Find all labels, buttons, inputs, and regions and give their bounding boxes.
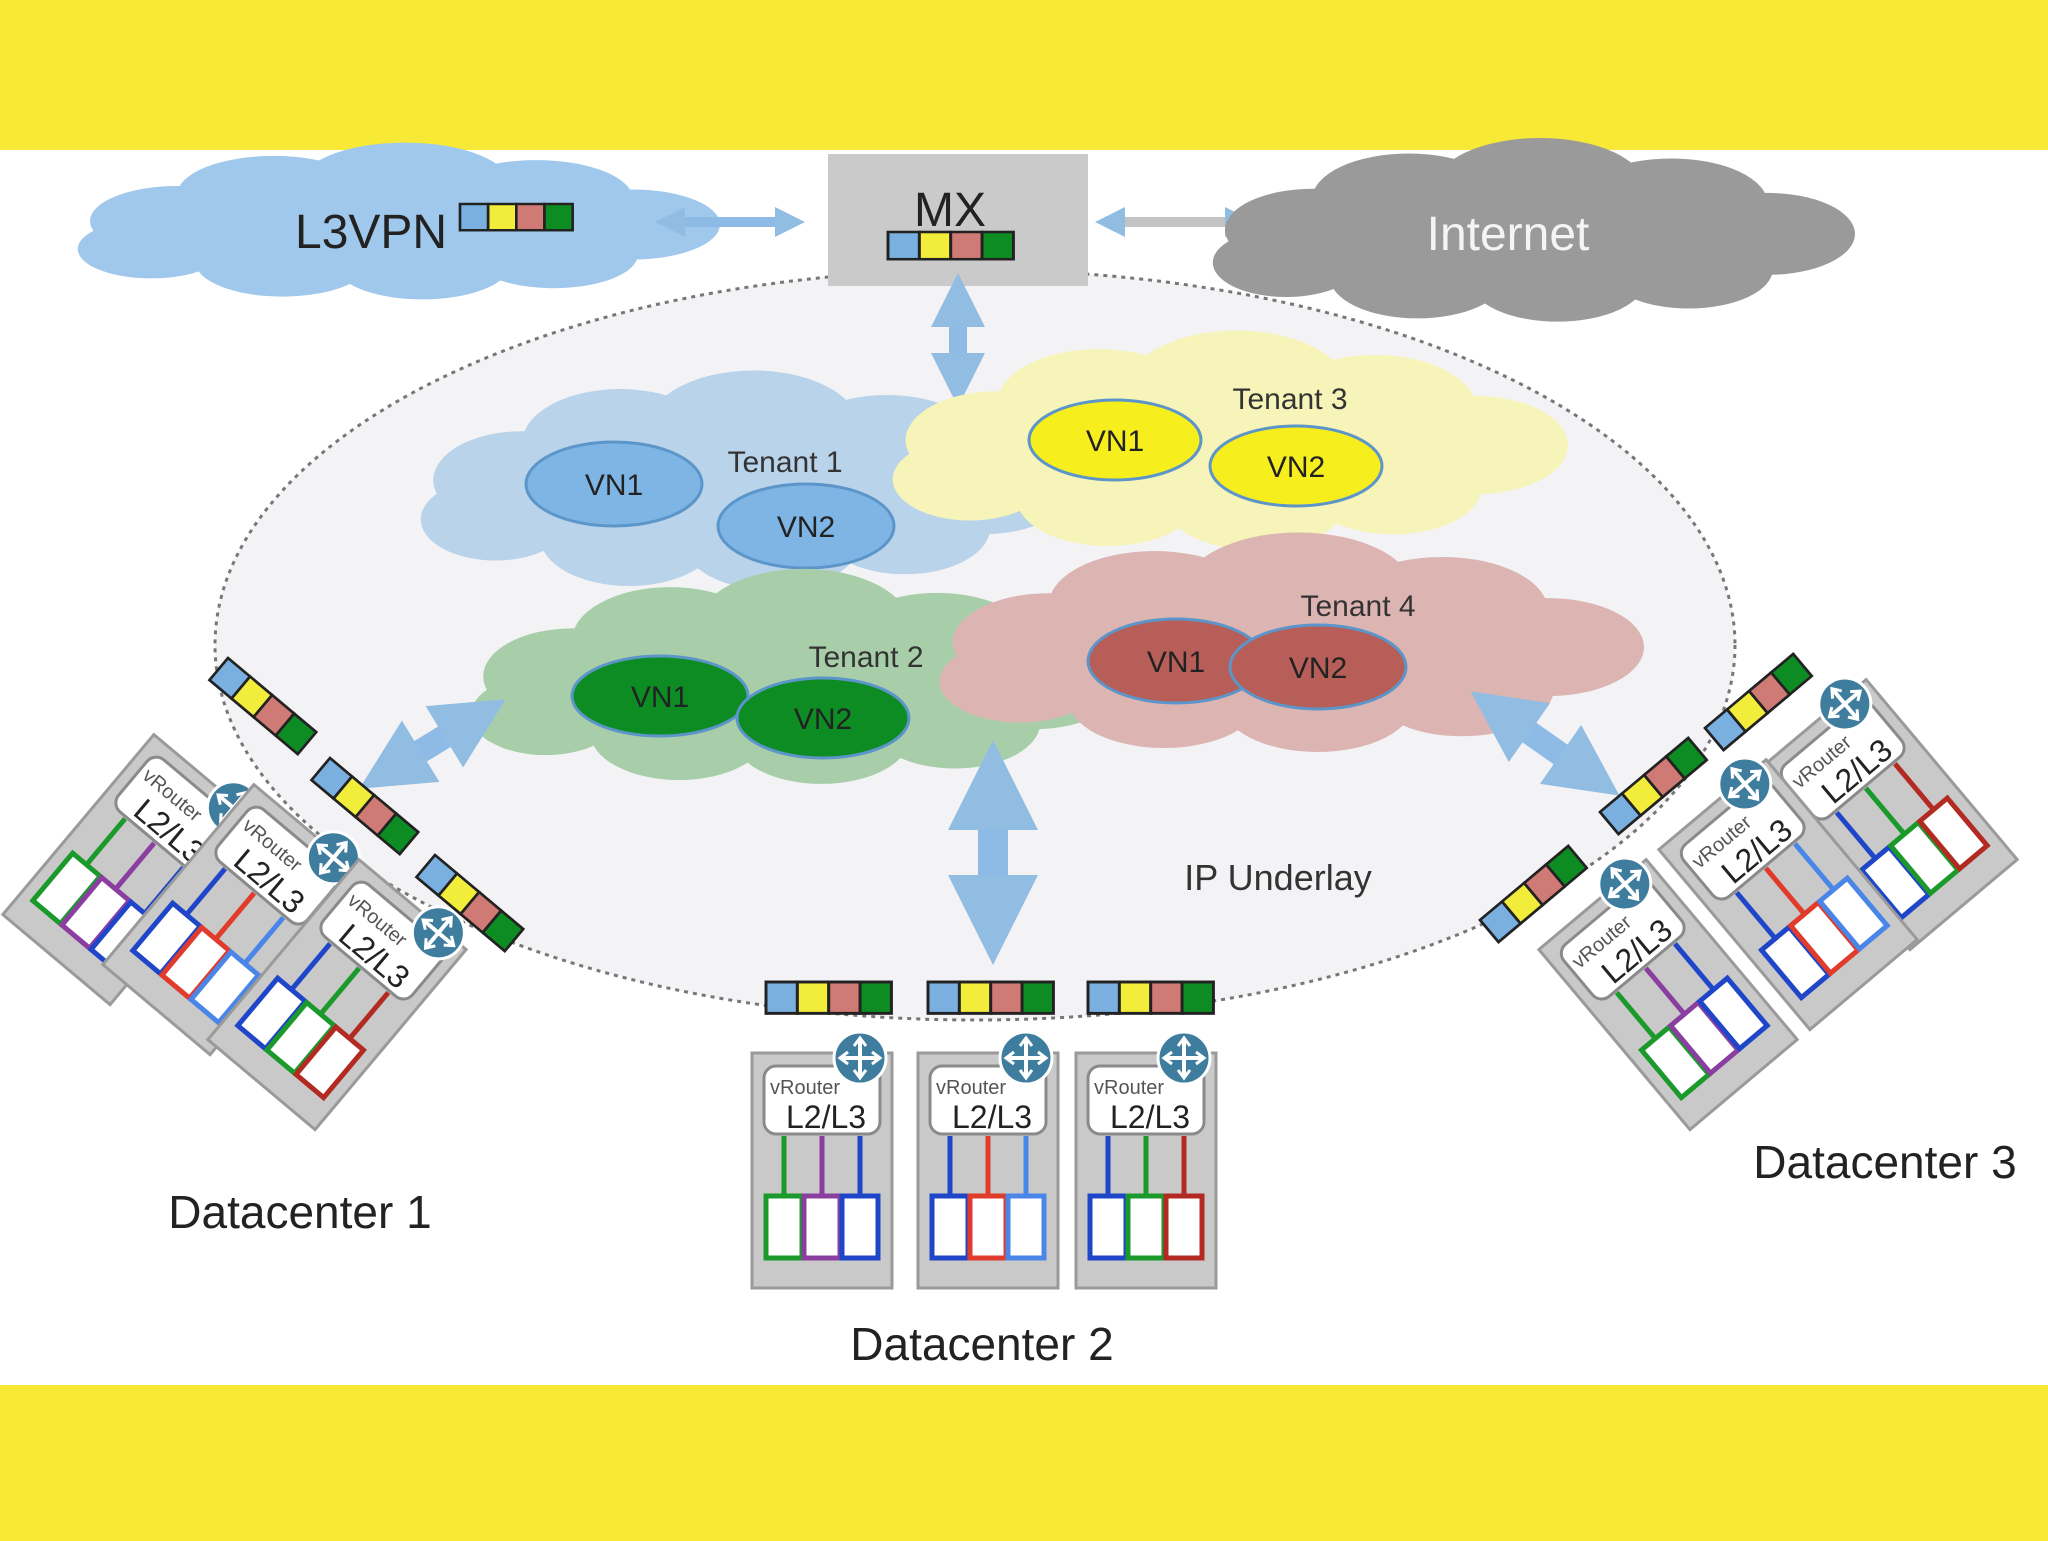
tenant-4-label: Tenant 4 [1300, 590, 1415, 623]
vrouter-label: vRouter [1094, 1077, 1164, 1099]
vrouter-label: vRouter [936, 1077, 1006, 1099]
svg-text:VN1: VN1 [585, 469, 643, 502]
mx-vrf-strip [886, 230, 1015, 261]
tenant-3-label: Tenant 3 [1232, 383, 1347, 416]
mx-label: MX [914, 184, 986, 237]
tenant-1-vn1 [524, 440, 704, 528]
mx-router: MX [828, 154, 1088, 286]
svg-text:VN1: VN1 [1086, 425, 1144, 458]
internet-label: Internet [1427, 208, 1590, 261]
tenant-1-cloud: Tenant 1 VN1 VN2 [420, 370, 1074, 590]
tenant-1-vn2 [716, 482, 896, 570]
router-icon [998, 1030, 1054, 1086]
svg-text:VN1: VN1 [631, 681, 689, 714]
tenant-3-cloud: Tenant 3 VN1 VN2 [892, 330, 1568, 550]
svg-text:VN2: VN2 [777, 511, 835, 544]
tenant-2-cloud: Tenant 2 VN1 VN2 [470, 568, 1124, 784]
svg-text:VN2: VN2 [794, 703, 852, 736]
tenant-2-label: Tenant 2 [808, 641, 923, 674]
dc3-arrow [1470, 691, 1620, 796]
l3vpn-vrf-strip [458, 202, 574, 232]
l2l3-label: L2/L3 [952, 1099, 1032, 1135]
vrouter-label: vRouter [770, 1077, 840, 1099]
router-icon [832, 1030, 888, 1086]
dc1-arrow [359, 699, 506, 789]
internet-cloud: Internet [1212, 137, 1855, 322]
tenant-2-vn1 [570, 654, 750, 738]
datacenter-1-label: Datacenter 1 [168, 1186, 431, 1238]
tenant-2-vn2 [735, 676, 911, 760]
l2l3-label: L2/L3 [786, 1099, 866, 1135]
router-icon [1156, 1030, 1212, 1086]
l3vpn-cloud: L3VPN [77, 142, 720, 300]
svg-text:VN2: VN2 [1289, 652, 1347, 685]
tenant-4-cloud: Tenant 4 VN1 VN2 [939, 532, 1644, 752]
datacenter-3-label: Datacenter 3 [1753, 1136, 2016, 1188]
vrf-strip-5 [926, 980, 1055, 1015]
ip-underlay-label: IP Underlay [1184, 857, 1371, 898]
tenant-3-vn2 [1208, 424, 1384, 508]
svg-text:VN1: VN1 [1147, 646, 1205, 679]
svg-text:VN2: VN2 [1267, 451, 1325, 484]
vrf-strip-6 [1086, 980, 1215, 1015]
tenant-4-vn2 [1228, 623, 1408, 711]
tenant-1-label: Tenant 1 [727, 446, 842, 479]
vrf-strip-4 [764, 980, 893, 1015]
datacenter-2-label: Datacenter 2 [850, 1318, 1113, 1370]
l3vpn-label: L3VPN [295, 206, 447, 259]
tenant-3-vn1 [1027, 398, 1203, 482]
l2l3-label: L2/L3 [1110, 1099, 1190, 1135]
